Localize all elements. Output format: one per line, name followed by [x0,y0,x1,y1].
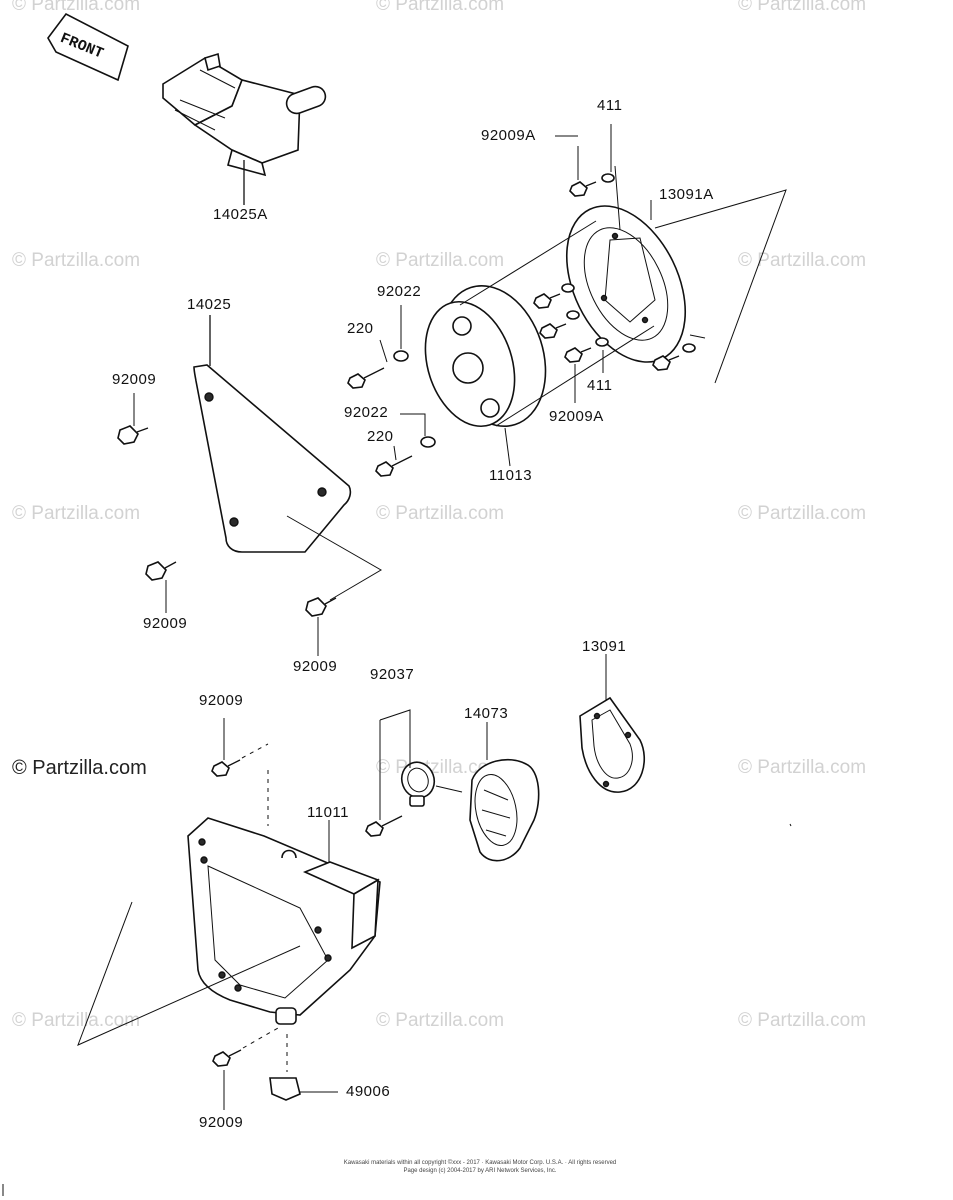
watermark: © Partzilla.com [376,503,505,524]
label-92009-bottom: 92009 [199,1114,244,1131]
cover-leader-lines [286,515,382,601]
label-92009-mid: 92009 [143,615,188,632]
scan-specks [2,823,792,1196]
label-11011: 11011 [307,804,349,821]
watermark: © Partzilla.com [12,250,141,271]
footer-design-credit: Page design (c) 2004-2017 by ARI Network… [403,1168,557,1174]
housing-leader-lines [77,770,301,1046]
footer-copyright: Kawasaki materials within all copyright … [343,1160,617,1166]
label-411-top: 411 [597,97,623,114]
label-11013: 11013 [489,467,533,484]
label-92009A-top: 92009A [481,127,536,144]
housing-11013 [424,285,547,467]
bolt-220-lower [375,413,436,477]
label-92009-lower: 92009 [199,692,244,709]
bolt-92009A-top [555,135,597,197]
bolts-on-plate [533,283,706,371]
bolt-220-upper [347,305,409,389]
label-49006: 49006 [346,1083,391,1100]
watermark: © Partzilla.com [738,1010,867,1031]
bolt-92009-left [117,393,149,445]
bolt-92009-lower [211,718,269,777]
watermark: © Partzilla.com [738,503,867,524]
front-arrow-icon [47,12,129,82]
bolt-92009A-mid [564,337,609,403]
bracket-14025A [162,52,327,205]
watermark: © Partzilla.com [376,0,505,15]
label-220-a: 220 [347,320,374,337]
label-411-mid: 411 [587,377,613,394]
watermark: © Partzilla.com [738,757,867,778]
watermark: © Partzilla.com [376,1010,505,1031]
housing-11011 [187,817,381,1025]
label-92022-a: 92022 [377,283,422,300]
label-92022-b: 92022 [344,404,389,421]
label-92037: 92037 [370,666,415,683]
bolt-92009-center [305,597,337,656]
watermark: © Partzilla.com [12,1010,141,1031]
bolt-92009-mid [145,561,177,613]
label-92009A-mid: 92009A [549,408,604,425]
watermark: © Partzilla.com [12,503,141,524]
watermark: © Partzilla.com [738,0,867,15]
watermark: © Partzilla.com [12,0,141,15]
label-14025A: 14025A [213,206,268,223]
label-92009-center: 92009 [293,658,338,675]
side-cover-14025 [193,315,352,553]
gasket-13091 [579,654,645,793]
label-14073: 14073 [464,705,509,722]
label-14025: 14025 [187,296,232,313]
duct-14073 [469,722,540,862]
washer-411-top [601,124,615,183]
clamp-92037 [365,709,463,837]
grommet-49006 [269,1034,338,1101]
watermark-primary: © Partzilla.com [12,757,147,779]
plate-13091A [565,200,687,363]
watermark: © Partzilla.com [376,250,505,271]
label-13091: 13091 [582,638,627,655]
label-13091A: 13091A [659,186,714,203]
watermark: © Partzilla.com [738,250,867,271]
bolt-92009-bottom [212,1027,279,1110]
label-92009-left: 92009 [112,371,157,388]
label-220-b: 220 [367,428,394,445]
